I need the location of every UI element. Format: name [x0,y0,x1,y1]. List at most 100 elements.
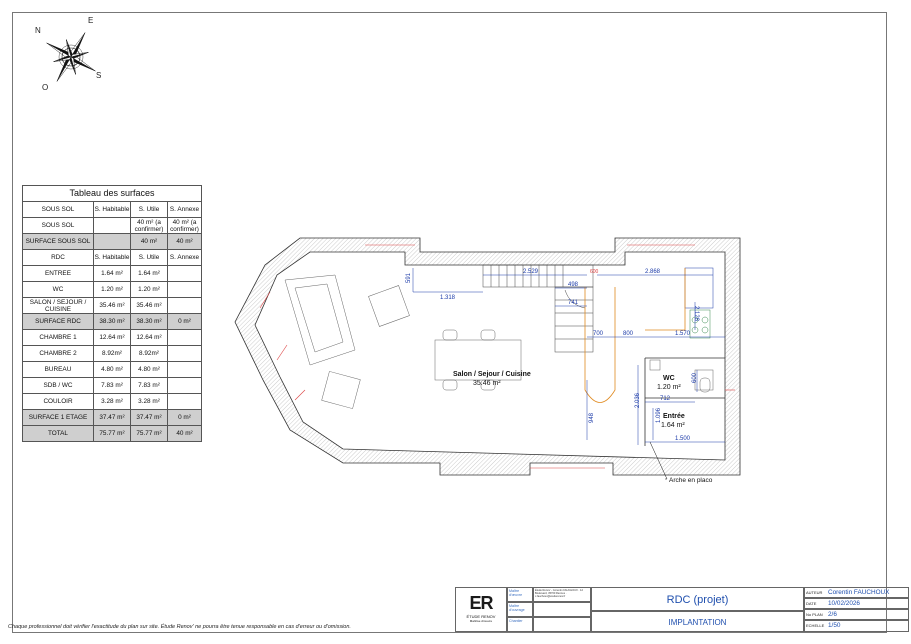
compass-rose-icon [46,32,96,82]
furniture [284,267,714,409]
surface-table-cell: 7.83 m² [130,377,168,394]
surface-table-cell: 0 m² [167,313,202,330]
label-mouv: Maître d'ouvrage [507,602,533,617]
surface-table-cell [93,217,131,234]
compass-north: N [35,26,41,35]
dim-948: 948 [589,412,595,423]
dim-2529: 2.529 [523,269,539,275]
surface-table-cell: 1.64 m² [130,265,168,282]
surface-table-cell: S. Habitable [93,201,131,218]
surface-table-cell: 8.92m² [93,345,131,362]
auteur-row: AUTEUR Corentin FAUCHOUX [804,587,909,598]
drawing-subtitle: IMPLANTATION [591,611,804,632]
date-row: DATE 10/02/2026 [804,598,909,609]
label-date: DATE [806,601,817,606]
surface-table-cell: 37.47 m² [93,409,131,426]
dim-712: 712 [660,396,671,402]
surface-table-cell: 0 m² [167,409,202,426]
room-wc-area: 1.20 m² [657,384,681,391]
surface-table-cell: 37.47 m² [130,409,168,426]
label-echelle: ECHELLE [806,623,825,628]
arch-note-leader [649,441,668,480]
label-moe: Maître d'œuvre [507,587,533,602]
surface-table-cell: S. Utile [130,201,168,218]
moe-info: Étude Renov' - Corentin FAUCHOUX · 12 Bo… [533,587,591,602]
surface-table-cell: ENTREE [22,265,94,282]
label-auteur: AUTEUR [806,590,823,595]
dim-741: 741 [568,300,579,306]
surface-table-cell [167,377,202,394]
room-entree-area: 1.64 m² [661,422,685,429]
surface-table-cell [167,345,202,362]
dim-2036: 2.036 [635,392,641,408]
surface-table-cell: SURFACE SOUS SOL [22,233,94,250]
dim-700: 700 [593,331,604,337]
compass-west: O [42,83,49,92]
surface-table-cell: 40 m² [130,233,168,250]
surface-table-cell [167,265,202,282]
surface-table-cell: 38.30 m² [130,313,168,330]
logo-subcaption: Maîtrise d'œuvre [469,619,493,623]
surface-table-cell: SOUS SOL [22,217,94,234]
chantier-info [533,617,591,632]
surface-table-cell: SURFACE RDC [22,313,94,330]
echelle-value: 1/50 [828,622,841,629]
surface-table-cell: S. Annexe [167,201,202,218]
dim-600-stair: 600 [590,269,599,275]
plan-value: 2/6 [828,611,837,618]
surface-table-cell: S. Annexe [167,249,202,266]
arch-placo [584,287,616,403]
surface-table-cell: 40 m² [167,233,202,250]
surface-table-cell: 38.30 m² [93,313,131,330]
surface-table-cell [167,361,202,378]
room-entree-label: Entrée [663,413,685,420]
room-salon-area: 35.46 m² [473,380,501,387]
dim-591: 591 [406,272,412,283]
compass-rose: N E S O [35,16,116,96]
dim-600: 600 [692,372,698,383]
surface-table-cell: 7.83 m² [93,377,131,394]
mouv-info [533,602,591,617]
surface-table-cell: 12.64 m² [93,329,131,346]
surface-table-cell [167,281,202,298]
surface-table-cell [167,329,202,346]
floor-plan: 591 2.529 2.868 1.318 498 741 700 800 1.… [234,237,741,484]
surface-table-cell: WC [22,281,94,298]
logo-mark: ER [469,593,493,613]
room-wc-label: WC [663,375,675,382]
dim-2128: 2.128 [693,306,699,322]
surface-table-cell: 1.20 m² [130,281,168,298]
drawing-sheet-border [12,12,887,633]
surface-table-cell: SOUS SOL [22,201,94,218]
surface-table-title: Tableau des surfaces [22,185,202,202]
label-chantier: Chantier [507,617,533,632]
surface-table-cell: RDC [22,249,94,266]
surface-table-cell: SDB / WC [22,377,94,394]
surface-table-cell: S. Utile [130,249,168,266]
label-plan: No PLAN [806,612,823,617]
surface-table-cell [167,393,202,410]
compass-east: E [88,16,94,25]
surface-table-cell: BUREAU [22,361,94,378]
disclaimer: Chaque professionnel doit vérifier l'exa… [8,624,351,630]
wall-openings [259,244,735,469]
surface-table-cell: CHAMBRE 2 [22,345,94,362]
arch-note: Arche en placo [669,477,713,484]
dim-1500: 1.500 [675,436,691,442]
echelle-row: ECHELLE 1/50 [804,620,909,632]
surface-table-cell: 3.28 m² [130,393,168,410]
surface-table-cell: 35.46 m² [130,297,168,314]
